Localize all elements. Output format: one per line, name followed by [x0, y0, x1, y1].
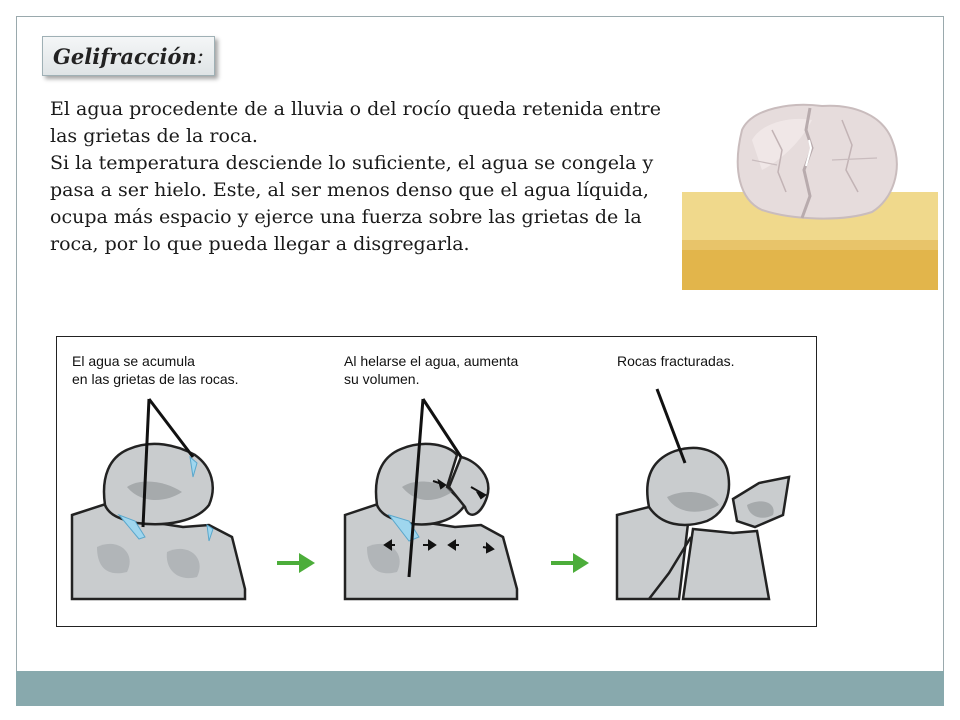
panel-1-water-right: [189, 455, 198, 478]
panel-1-pointer-lines: [141, 398, 195, 528]
panel-1-water-left: [117, 513, 146, 540]
panel-3-stain-2: [747, 501, 774, 518]
rock-crack-ice: [805, 139, 813, 167]
slide-title: Gelifracción: [53, 43, 197, 69]
sand-stripe: [682, 240, 938, 250]
diagram-drawing: [70, 388, 791, 601]
title-box: Gelifracción:: [42, 36, 215, 76]
panel-1-stain: [127, 481, 182, 501]
panel-2-rocks: [343, 442, 519, 601]
footer-bar: [16, 671, 944, 706]
rock-crack-4: [751, 157, 878, 166]
panel-3-crack: [648, 536, 693, 600]
arrow-1: [277, 553, 315, 573]
caption-water-accumulates: El agua se acumula en las grietas de las…: [72, 353, 239, 387]
sand-dark-layer: [682, 250, 938, 290]
panel-3-base-right: [681, 527, 771, 601]
panel-3-rocks: [615, 446, 791, 601]
freeze-thaw-diagram: El agua se acumula en las grietas de las…: [56, 336, 817, 627]
panel-2-split-chunk: [447, 455, 490, 516]
panel-2-expansion-arrows: [383, 478, 495, 554]
caption-ice-expands: Al helarse el agua, aumenta su volumen.: [344, 353, 519, 387]
paragraph-1: El agua procedente de a lluvia o del roc…: [50, 98, 661, 147]
caption-fractured-rocks: Rocas fracturadas.: [617, 353, 735, 369]
title-colon: :: [196, 44, 204, 68]
panel-2-pointer-lines: [407, 398, 463, 578]
panel-1-water-base: [206, 523, 214, 542]
rock-crack-2: [771, 129, 787, 193]
paragraph-2: Si la temperatura desciende lo suficient…: [50, 152, 654, 255]
panel-1-stain-2: [97, 543, 130, 574]
body-text: El agua procedente de a lluvia o del roc…: [50, 96, 690, 258]
rock-on-sand-illustration: [682, 103, 938, 290]
panel-3-pointer-line: [655, 388, 687, 464]
rock-crack-3: [841, 119, 859, 193]
panel-3-stain: [667, 491, 719, 512]
panel-1-stain-3: [166, 548, 200, 579]
panel-3-top-boulder: [646, 446, 731, 527]
panel-1-rocks: [70, 442, 247, 601]
arrow-2: [551, 553, 589, 573]
rock-shading: [752, 118, 812, 170]
panel-2-stain-2: [367, 543, 400, 574]
